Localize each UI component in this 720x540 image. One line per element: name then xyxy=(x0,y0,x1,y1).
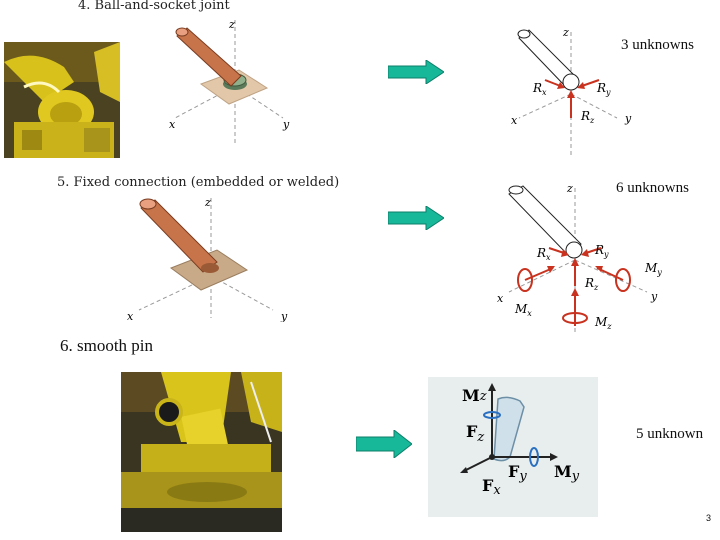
axis-z-label-5: z xyxy=(204,196,211,209)
label-my: My xyxy=(554,462,580,484)
unknowns-count-4: 3 unknowns xyxy=(621,37,694,53)
label-fy: Fy xyxy=(508,462,527,484)
force-rz-5: Rz xyxy=(584,276,599,292)
arrow-right-icon xyxy=(388,60,444,84)
section5-title: 5. Fixed connection (embedded or welded) xyxy=(57,175,340,190)
fbd5-axis-z: z xyxy=(566,182,573,195)
ball-joint-diagram: z x y xyxy=(169,18,290,144)
force-rz: Rz xyxy=(580,109,595,125)
smooth-pin-photo xyxy=(121,372,282,532)
arrow-right-icon xyxy=(356,430,412,458)
label-mz: Mz xyxy=(462,386,487,405)
ball-joint-photo xyxy=(4,42,120,158)
axis-z-label: z xyxy=(228,18,235,31)
force-ry-5: Ry xyxy=(594,243,609,259)
fbd-axis-y: y xyxy=(624,112,632,125)
page-number: 3 xyxy=(706,513,712,523)
fixed-connection-diagram: z x y xyxy=(127,196,288,322)
arrow-right-icon xyxy=(388,206,444,230)
section6-title: 6. smooth pin xyxy=(60,336,154,355)
axis-x-label-5: x xyxy=(127,310,134,322)
axis-x-label: x xyxy=(169,118,176,131)
axis-y-label-5: y xyxy=(280,310,288,322)
force-rx-5: Rx xyxy=(536,246,551,262)
label-fz: Fz xyxy=(466,422,484,445)
fbd-axis-z: z xyxy=(562,26,569,39)
ball-joint-fbd: z x y Rx Ry Rz xyxy=(511,26,632,155)
fbd5-axis-x: x xyxy=(497,292,504,305)
moment-my: My xyxy=(644,261,662,277)
fbd5-axis-y: y xyxy=(650,290,658,303)
force-ry: Ry xyxy=(596,81,611,97)
unknowns-count-6: 5 unknown xyxy=(636,426,704,442)
label-fx: Fx xyxy=(482,476,501,498)
fixed-connection-fbd: z x y Rx Ry Rz Mx My Mz xyxy=(497,182,662,335)
section4-title: 4. Ball-and-socket joint xyxy=(78,0,230,13)
axis-y-label: y xyxy=(282,118,290,131)
fbd-axis-x: x xyxy=(511,114,518,127)
smooth-pin-fbd-panel: Mz Fz Fy My Fx xyxy=(428,377,598,517)
moment-mx: Mx xyxy=(514,302,532,318)
force-rx: Rx xyxy=(532,81,547,97)
moment-mz: Mz xyxy=(594,315,612,331)
unknowns-count-5: 6 unknowns xyxy=(616,180,689,196)
